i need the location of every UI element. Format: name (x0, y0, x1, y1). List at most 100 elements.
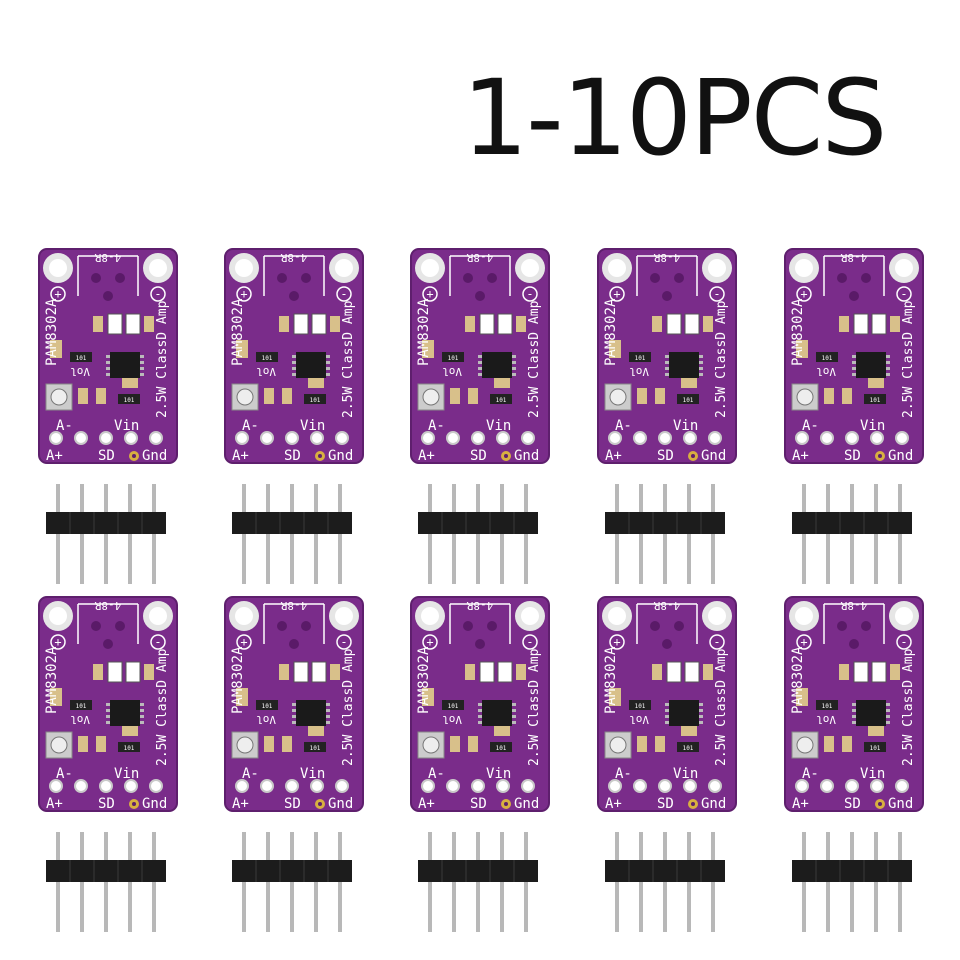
pin-header-graphic (792, 484, 912, 584)
svg-text:A+: A+ (792, 448, 809, 464)
svg-text:101: 101 (448, 703, 459, 710)
pin-header-graphic (46, 484, 166, 584)
pam8302a-board-10: + - 4-8R 101 Vol 101 (784, 596, 924, 812)
pin-header-8 (418, 832, 538, 932)
svg-text:4-8R: 4-8R (280, 251, 307, 264)
pcb-board-graphic: + - 4-8R 101 Vol 101 (410, 596, 550, 812)
svg-text:Vol: Vol (629, 713, 649, 726)
svg-text:A-: A- (56, 418, 73, 434)
pin-header-1 (46, 484, 166, 584)
svg-text:4-8R: 4-8R (840, 251, 867, 264)
svg-text:PAM8302A: PAM8302A (230, 298, 246, 366)
svg-text:2.5W ClassD Amp: 2.5W ClassD Amp (714, 648, 729, 766)
svg-text:SD: SD (98, 448, 115, 464)
svg-text:-: - (154, 287, 161, 301)
svg-text:101: 101 (870, 745, 881, 752)
svg-text:Vin: Vin (673, 418, 698, 434)
svg-text:101: 101 (262, 703, 273, 710)
svg-text:Gnd: Gnd (328, 796, 353, 812)
svg-text:-: - (340, 287, 347, 301)
svg-text:2.5W ClassD Amp: 2.5W ClassD Amp (341, 648, 356, 766)
svg-text:4-8R: 4-8R (840, 599, 867, 612)
svg-text:101: 101 (310, 397, 321, 404)
svg-text:A+: A+ (232, 448, 249, 464)
pcb-board-graphic: + - 4-8R 101 Vol 101 (597, 596, 737, 812)
svg-text:-: - (713, 287, 720, 301)
svg-text:101: 101 (635, 703, 646, 710)
svg-text:A-: A- (615, 418, 632, 434)
svg-text:Gnd: Gnd (142, 448, 167, 464)
svg-text:PAM8302A: PAM8302A (230, 646, 246, 714)
svg-text:SD: SD (284, 796, 301, 812)
svg-text:SD: SD (657, 448, 674, 464)
svg-text:Gnd: Gnd (514, 796, 539, 812)
pin-header-9 (605, 832, 725, 932)
svg-text:Gnd: Gnd (701, 796, 726, 812)
svg-text:A-: A- (242, 418, 259, 434)
svg-text:101: 101 (76, 355, 87, 362)
pam8302a-board-7: + - 4-8R 101 Vol 101 (224, 596, 364, 812)
svg-text:101: 101 (870, 397, 881, 404)
svg-text:SD: SD (98, 796, 115, 812)
svg-text:101: 101 (124, 397, 135, 404)
pcb-board-graphic: + - 4-8R 101 Vol 101 (784, 596, 924, 812)
svg-text:A+: A+ (605, 448, 622, 464)
svg-text:101: 101 (76, 703, 87, 710)
svg-text:101: 101 (496, 397, 507, 404)
svg-text:4-8R: 4-8R (466, 599, 493, 612)
svg-text:Vin: Vin (486, 766, 511, 782)
svg-text:A-: A- (242, 766, 259, 782)
svg-text:SD: SD (844, 448, 861, 464)
svg-text:Gnd: Gnd (888, 448, 913, 464)
svg-text:A-: A- (56, 766, 73, 782)
svg-text:PAM8302A: PAM8302A (603, 298, 619, 366)
svg-text:+: + (54, 287, 61, 301)
svg-text:-: - (340, 635, 347, 649)
svg-text:Vol: Vol (70, 365, 90, 378)
svg-text:SD: SD (844, 796, 861, 812)
svg-text:+: + (800, 287, 807, 301)
pam8302a-board-5: + - 4-8R 101 Vol 101 (784, 248, 924, 464)
pin-header-10 (792, 832, 912, 932)
svg-text:Vin: Vin (860, 418, 885, 434)
svg-text:PAM8302A: PAM8302A (44, 298, 60, 366)
svg-text:-: - (526, 635, 533, 649)
pcb-board-graphic: + - 4-8R 101 Vol 101 (224, 596, 364, 812)
pam8302a-board-4: + - 4-8R 101 Vol 101 (597, 248, 737, 464)
svg-text:Vol: Vol (816, 365, 836, 378)
svg-text:+: + (426, 635, 433, 649)
svg-text:Vol: Vol (816, 713, 836, 726)
svg-text:Vin: Vin (300, 418, 325, 434)
svg-text:SD: SD (657, 796, 674, 812)
svg-text:2.5W ClassD Amp: 2.5W ClassD Amp (155, 648, 170, 766)
svg-text:PAM8302A: PAM8302A (790, 298, 806, 366)
pin-header-4 (605, 484, 725, 584)
svg-text:101: 101 (822, 703, 833, 710)
svg-text:+: + (613, 287, 620, 301)
svg-text:SD: SD (284, 448, 301, 464)
svg-text:+: + (800, 635, 807, 649)
svg-text:SD: SD (470, 796, 487, 812)
svg-text:101: 101 (262, 355, 273, 362)
svg-text:4-8R: 4-8R (94, 251, 121, 264)
pin-header-5 (792, 484, 912, 584)
svg-text:4-8R: 4-8R (466, 251, 493, 264)
svg-text:-: - (900, 635, 907, 649)
svg-text:SD: SD (470, 448, 487, 464)
pcb-board-graphic: + - 4-8R 101 Vol 101 (784, 248, 924, 464)
svg-text:2.5W ClassD Amp: 2.5W ClassD Amp (714, 300, 729, 418)
pin-header-graphic (232, 832, 352, 932)
svg-text:101: 101 (310, 745, 321, 752)
svg-text:101: 101 (448, 355, 459, 362)
svg-text:2.5W ClassD Amp: 2.5W ClassD Amp (341, 300, 356, 418)
svg-text:A-: A- (615, 766, 632, 782)
svg-text:A+: A+ (46, 796, 63, 812)
pin-header-graphic (232, 484, 352, 584)
pin-header-2 (232, 484, 352, 584)
svg-text:4-8R: 4-8R (94, 599, 121, 612)
svg-text:101: 101 (822, 355, 833, 362)
svg-text:Vin: Vin (673, 766, 698, 782)
svg-text:+: + (54, 635, 61, 649)
svg-text:Gnd: Gnd (514, 448, 539, 464)
svg-text:4-8R: 4-8R (653, 251, 680, 264)
